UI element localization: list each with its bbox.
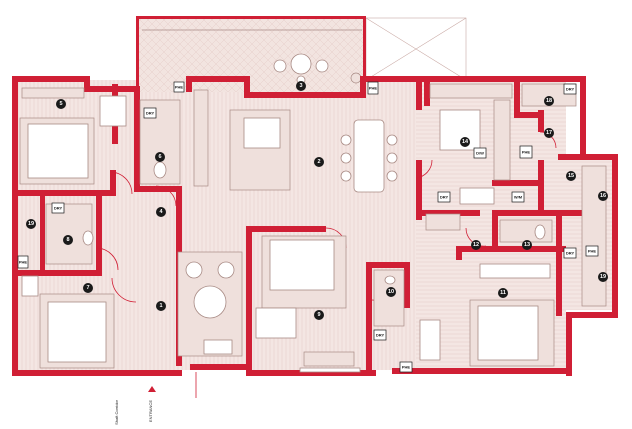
room-13-marker[interactable]: 13: [522, 240, 532, 250]
wm-tag: W/M: [511, 191, 525, 203]
room-17-marker[interactable]: 17: [544, 128, 554, 138]
room-9-marker[interactable]: 9: [314, 310, 324, 320]
room-label: 18: [546, 98, 552, 104]
room-label: 12: [473, 242, 479, 248]
svg-text:PHE: PHE: [402, 365, 411, 370]
room-label: 2: [317, 159, 320, 165]
room-label: 9: [317, 312, 320, 318]
room-16-marker[interactable]: 16: [598, 191, 608, 201]
room-markers: 1 2 3 4 5 6 7 8 9 10 11 12 13 14 15 16 1…: [26, 81, 608, 320]
phe-tag: PHE: [17, 255, 29, 269]
room-11-marker[interactable]: 11: [498, 288, 508, 298]
svg-text:D/W: D/W: [476, 151, 484, 156]
room-label: 11: [500, 290, 506, 296]
svg-text:PHE: PHE: [522, 150, 531, 155]
room-label: 7: [86, 285, 89, 291]
room-label: 17: [546, 130, 552, 136]
room-19-marker-east[interactable]: 19: [598, 272, 608, 282]
room-label: 1: [159, 303, 162, 309]
phe-tag: PHE: [399, 361, 413, 373]
svg-text:PHE: PHE: [19, 260, 28, 265]
dry-tag: DRY: [51, 202, 65, 214]
room-label: 10: [388, 289, 394, 295]
room-1-marker[interactable]: 1: [156, 301, 166, 311]
room-8-marker[interactable]: 8: [63, 235, 73, 245]
svg-text:DRY: DRY: [146, 111, 155, 116]
room-2-marker[interactable]: 2: [314, 157, 324, 167]
room-14-marker[interactable]: 14: [460, 137, 470, 147]
phe-tag: PHE: [173, 81, 185, 93]
room-label: 4: [159, 209, 163, 215]
phe-tag: PHE: [585, 245, 599, 257]
room-label: 15: [568, 173, 574, 179]
dry-tag: DRY: [437, 191, 451, 203]
furniture: [19, 83, 607, 373]
room-12-marker[interactable]: 12: [471, 240, 481, 250]
svg-text:W/M: W/M: [514, 195, 523, 200]
shaft-corridor-label: Shaft Corridor: [114, 399, 119, 425]
svg-text:PHE: PHE: [175, 85, 184, 90]
room-label: 13: [524, 242, 530, 248]
fixture-tags: PHE PHE PHE PHE PHE PHE DRY DRY DRY DRY …: [17, 81, 599, 373]
room-18-marker[interactable]: 18: [544, 96, 554, 106]
dw-tag: D/W: [473, 147, 487, 159]
room-15-marker[interactable]: 15: [566, 171, 576, 181]
dry-tag: DRY: [563, 247, 577, 259]
dry-tag: DRY: [373, 329, 387, 341]
room-label: 8: [66, 237, 69, 243]
room-label: 5: [59, 101, 62, 107]
entrance-label: ENTRANCE: [148, 400, 153, 422]
entrance-marker: ENTRANCE Shaft Corridor: [114, 386, 156, 425]
phe-tag: PHE: [519, 145, 533, 159]
svg-text:DRY: DRY: [376, 333, 385, 338]
room-label: 16: [600, 193, 606, 199]
dry-tag: DRY: [563, 83, 577, 95]
room-10-marker[interactable]: 10: [386, 287, 396, 297]
dry-tag: DRY: [143, 107, 157, 119]
phe-tag: PHE: [367, 81, 379, 95]
room-label: 19: [600, 274, 606, 280]
room-label: 6: [158, 154, 161, 160]
room-label: 19: [28, 221, 34, 227]
room-6-marker[interactable]: 6: [155, 152, 165, 162]
svg-text:DRY: DRY: [566, 251, 575, 256]
room-19-marker[interactable]: 19: [26, 219, 36, 229]
room-label: 14: [462, 139, 469, 145]
room-5-marker[interactable]: 5: [56, 99, 66, 109]
svg-text:DRY: DRY: [440, 195, 449, 200]
room-7-marker[interactable]: 7: [83, 283, 93, 293]
svg-text:PHE: PHE: [369, 86, 378, 91]
room-4-marker[interactable]: 4: [156, 207, 166, 217]
balcony: [136, 16, 366, 86]
room-label: 3: [299, 83, 302, 89]
room-3-marker[interactable]: 3: [296, 81, 306, 91]
svg-text:PHE: PHE: [588, 249, 597, 254]
svg-text:DRY: DRY: [566, 87, 575, 92]
svg-text:DRY: DRY: [54, 206, 63, 211]
